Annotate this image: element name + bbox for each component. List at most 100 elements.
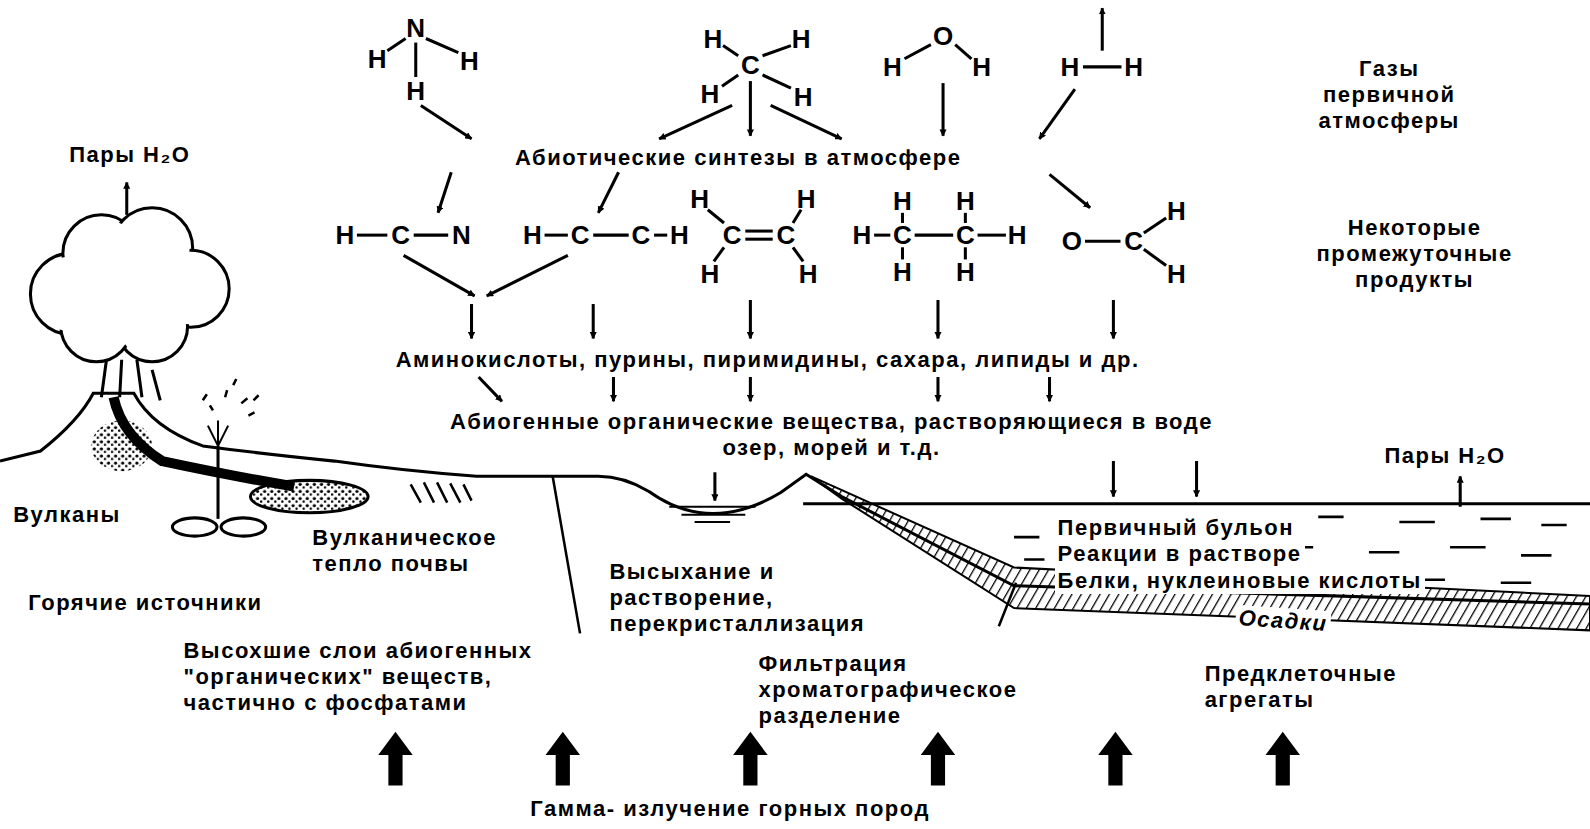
atom-symbol: H xyxy=(1167,260,1186,288)
drawing-stroke xyxy=(763,46,791,56)
place-label: Вулканическое тепло почвы xyxy=(309,525,528,577)
atom-symbol: H xyxy=(799,260,818,288)
atom-symbol: H xyxy=(956,258,975,286)
atom-symbol: H xyxy=(1008,221,1027,249)
atom-symbol: C xyxy=(776,221,795,249)
place-label: Горячие источники xyxy=(25,590,265,616)
sediment-label: Осадки xyxy=(1235,605,1331,638)
atom-symbol: H xyxy=(523,221,542,249)
atom-symbol: C xyxy=(391,221,410,249)
drawing-stroke xyxy=(713,472,716,500)
drawing-stroke xyxy=(1085,240,1120,243)
drawing-stroke xyxy=(216,446,219,519)
drawing-stroke xyxy=(404,255,475,296)
drawing-stroke xyxy=(936,300,939,339)
process-label: Высохшие слои абиогенных "органических" … xyxy=(180,638,571,716)
drawing-stroke xyxy=(172,518,217,536)
atom-symbol: C xyxy=(1124,227,1143,255)
drawing-stroke xyxy=(749,300,752,339)
drawing-stroke xyxy=(1112,300,1115,339)
atom-symbol: C xyxy=(723,221,742,249)
drawing-stroke xyxy=(1266,732,1300,786)
drawing-stroke xyxy=(30,208,229,362)
vapor-label: Пары H₂O xyxy=(66,142,193,168)
atom-symbol: O xyxy=(1062,227,1082,255)
atom-symbol: H xyxy=(703,25,722,53)
drawing-stroke xyxy=(1050,174,1091,207)
drawing-stroke xyxy=(612,377,615,401)
process-label: Реакции в растворе xyxy=(1055,541,1305,567)
drawing-stroke xyxy=(414,43,417,77)
drawing-stroke xyxy=(745,230,772,233)
atom-symbol: H xyxy=(670,221,689,249)
process-label: Фильтрация хроматографическое разделение xyxy=(755,651,1050,729)
atom-symbol: C xyxy=(631,221,650,249)
drawing-stroke xyxy=(250,480,368,512)
atom-symbol: N xyxy=(406,14,425,42)
drawing-stroke xyxy=(414,234,448,237)
drawing-stroke xyxy=(722,75,738,86)
atom-symbol: N xyxy=(452,221,471,249)
drawing-stroke xyxy=(936,377,939,401)
drawing-stroke xyxy=(708,210,724,223)
drawing-stroke xyxy=(487,255,568,296)
process-label: Высыхание и растворение, перекристаллиза… xyxy=(606,559,896,637)
drawing-stroke xyxy=(125,182,128,214)
process-label: Аминокислоты, пурины, пиримидины, сахара… xyxy=(393,347,1143,373)
gamma-arrows xyxy=(378,732,1300,786)
place-label: Вулканы xyxy=(10,502,124,528)
drawing-stroke xyxy=(874,234,890,237)
atom-symbol: H xyxy=(1167,197,1186,225)
vapor-label: Пары H₂O xyxy=(1381,443,1508,469)
atom-symbol: C xyxy=(571,221,590,249)
atom-symbol: H xyxy=(794,83,813,111)
atom-symbol: C xyxy=(741,51,760,79)
drawing-stroke xyxy=(915,234,954,237)
drawing-stroke xyxy=(411,482,472,502)
drawing-stroke xyxy=(905,45,931,59)
drawing-stroke xyxy=(749,81,752,136)
drawing-stroke xyxy=(1101,8,1104,51)
flow-arrows xyxy=(127,8,1460,507)
drawing-stroke xyxy=(593,234,628,237)
drawing-stroke xyxy=(921,732,955,786)
atom-symbol: H xyxy=(700,260,719,288)
atom-symbol: C xyxy=(893,221,912,249)
atom-symbol: H xyxy=(690,185,709,213)
drawing-stroke xyxy=(669,507,755,522)
drawing-stroke xyxy=(387,39,405,51)
atom-symbol: H xyxy=(406,77,425,105)
heading-label: Некоторые промежуточные продукты xyxy=(1308,215,1521,293)
atom-symbol: H xyxy=(792,25,811,53)
atom-symbol: H xyxy=(797,185,816,213)
drawing-stroke xyxy=(426,39,458,53)
drawing-stroke xyxy=(1039,89,1074,139)
drawing-stroke xyxy=(654,234,667,237)
drawing-stroke xyxy=(378,732,412,786)
atom-symbol: C xyxy=(956,221,975,249)
drawing-stroke xyxy=(763,75,791,88)
drawing-stroke xyxy=(438,172,451,213)
drawing-stroke xyxy=(723,46,738,56)
atom-symbol: H xyxy=(368,45,387,73)
drawing-stroke xyxy=(942,83,945,136)
drawing-stroke xyxy=(749,377,752,401)
drawing-stroke xyxy=(470,304,473,338)
drawing-stroke xyxy=(546,732,580,786)
drawing-stroke xyxy=(421,105,472,138)
process-label: Первичный бульон xyxy=(1055,515,1298,541)
drawing-stroke xyxy=(811,476,1590,630)
drawing-stroke xyxy=(1144,249,1166,265)
process-label: Абиогенные органические вещества, раство… xyxy=(443,409,1220,461)
drawing-stroke xyxy=(208,421,228,446)
drawing-stroke xyxy=(592,304,595,338)
atom-symbol: H xyxy=(883,53,902,81)
drawing-stroke xyxy=(545,234,568,237)
atom-symbol: H xyxy=(893,258,912,286)
drawing-stroke xyxy=(203,379,259,415)
atom-symbol: H xyxy=(335,221,354,249)
heading-label: Газы первичной атмосферы xyxy=(1308,56,1470,134)
atom-symbol: O xyxy=(933,22,953,50)
drawing-stroke xyxy=(357,234,387,237)
